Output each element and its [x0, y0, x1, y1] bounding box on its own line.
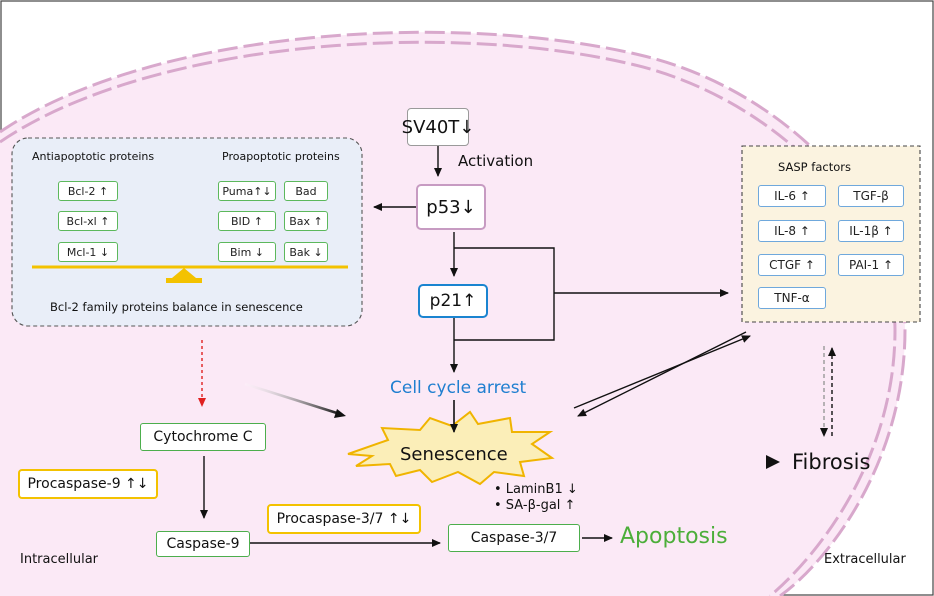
bclxl-chip: Bcl-xl ↑ — [58, 211, 118, 231]
cell-cycle-arrest-label: Cell cycle arrest — [390, 378, 527, 398]
puma-chip: Puma↑↓ — [218, 181, 276, 201]
pai1-chip: PAI-1 ↑ — [838, 254, 904, 276]
sasp-title: SASP factors — [778, 160, 851, 174]
bcl2-chip: Bcl-2 ↑ — [58, 181, 118, 201]
mcl1-chip: Mcl-1 ↓ — [58, 242, 118, 262]
bid-chip: BID ↑ — [218, 211, 276, 231]
balance-fulcrum — [172, 268, 196, 278]
antiapoptotic-title: Antiapoptotic proteins — [32, 150, 155, 163]
il8-chip: IL-8 ↑ — [758, 220, 826, 242]
sv40t-node: SV40T↓ — [402, 108, 474, 146]
activation-label: Activation — [458, 152, 534, 170]
sa-beta-gal-marker: • SA-β-gal ↑ — [494, 498, 576, 513]
apoptosis-label: Apoptosis — [620, 524, 728, 549]
proapoptotic-title: Proapoptotic proteins — [222, 150, 340, 163]
arrow-bcl2-senescence-shaft — [244, 382, 341, 416]
ctgf-chip: CTGF ↑ — [758, 254, 826, 276]
arrow-senescence-fibrosis-head — [766, 455, 780, 469]
bad-chip: Bad — [284, 181, 328, 201]
fibrosis-label: Fibrosis — [792, 450, 871, 474]
senescence-burst — [347, 410, 555, 486]
bcl2-balance-caption: Bcl-2 family proteins balance in senesce… — [50, 300, 303, 314]
intracellular-label: Intracellular — [20, 552, 99, 567]
caspase9-node: Caspase-9 — [156, 531, 250, 557]
cell-membrane-inner — [0, 40, 897, 596]
bax-chip: Bax ↑ — [284, 211, 328, 231]
il6-chip: IL-6 ↑ — [758, 185, 826, 207]
procaspase9-node: Procaspase-9 ↑↓ — [18, 469, 158, 499]
il1b-chip: IL-1β ↑ — [838, 220, 904, 242]
bim-chip: Bim ↓ — [218, 242, 276, 262]
arrow-bcl2-senescence-head — [334, 409, 346, 418]
cell-membrane-outer — [0, 30, 907, 596]
arrow-sasp-senescence — [577, 331, 747, 417]
p21-node: p21↑ — [418, 284, 488, 318]
p53-node: p53↓ — [416, 184, 486, 230]
lamin-b1-marker: • LaminB1 ↓ — [494, 482, 578, 497]
arrow-senescence-sasp — [573, 335, 751, 409]
procaspase37-node: Procaspase-3/7 ↑↓ — [267, 504, 421, 534]
bracket-p53-p21-to-arrest — [454, 247, 555, 341]
cytochrome-c-node: Cytochrome C — [140, 423, 266, 451]
bcl2-panel — [11, 137, 363, 327]
balance-base — [166, 278, 202, 283]
caspase37-node: Caspase-3/7 — [448, 524, 580, 552]
tgfb-chip: TGF-β — [838, 185, 904, 207]
bak-chip: Bak ↓ — [284, 242, 328, 262]
tnfa-chip: TNF-α — [758, 287, 826, 309]
senescence-label: Senescence — [400, 444, 508, 465]
extracellular-label: Extracellular — [824, 552, 906, 567]
